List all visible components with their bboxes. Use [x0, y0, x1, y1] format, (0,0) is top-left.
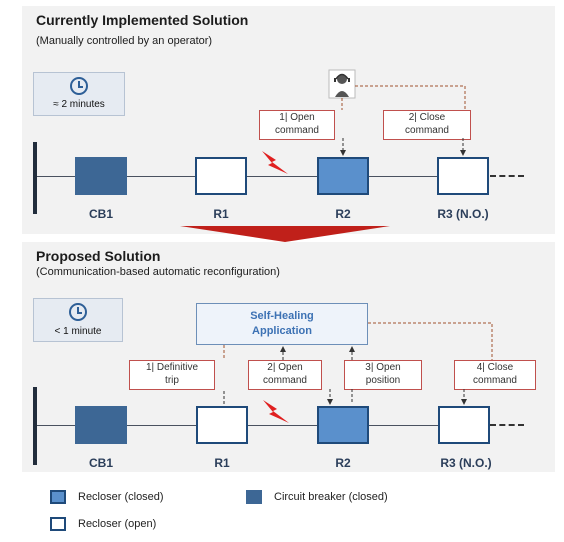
command-box: 1| Open command — [259, 110, 335, 140]
proposed-time-label: < 1 minute — [54, 326, 102, 337]
recloser-r1 — [196, 406, 248, 444]
circuit-breaker-cb1 — [75, 406, 127, 444]
current-solution-title: Currently Implemented Solution — [36, 12, 249, 28]
command-line2: command — [473, 375, 517, 386]
command-box: 2| Open command — [248, 360, 322, 390]
node-label-r2: R2 — [335, 207, 351, 221]
clock-icon — [69, 303, 87, 321]
legend-circuit-breaker-closed: Circuit breaker (closed) — [274, 491, 388, 503]
recloser-r2 — [317, 406, 369, 444]
proposed-solution-subtitle: (Communication-based automatic reconfigu… — [36, 266, 280, 278]
command-box: 2| Close command — [383, 110, 471, 140]
command-box: 4| Close command — [454, 360, 536, 390]
busbar — [33, 387, 37, 465]
app-title-line1: Self-Healing — [250, 310, 314, 322]
recloser-r3 — [437, 157, 489, 195]
recloser-r3 — [438, 406, 490, 444]
clock-icon — [70, 77, 88, 95]
node-label-r3: R3 (N.O.) — [437, 207, 489, 221]
feeder-line — [37, 176, 487, 177]
command-line2: command — [263, 375, 307, 386]
legend-swatch-recloser-closed — [50, 490, 66, 504]
command-line2: command — [275, 125, 319, 136]
command-line1: 1| Open — [279, 112, 315, 123]
node-label-r3: R3 (N.O.) — [440, 456, 492, 470]
node-label-r1: R1 — [213, 207, 229, 221]
command-box: 1| Definitive trip — [129, 360, 215, 390]
node-label-cb1: CB1 — [88, 456, 113, 470]
app-title-line2: Application — [252, 325, 312, 337]
command-line2: position — [365, 375, 401, 386]
legend-recloser-closed: Recloser (closed) — [78, 491, 164, 503]
self-healing-application: Self-Healing Application — [196, 303, 368, 345]
command-line1: 4| Close — [476, 362, 514, 373]
recloser-r2 — [317, 157, 369, 195]
legend-swatch-circuit-breaker — [246, 490, 262, 504]
current-time-label: ≈ 2 minutes — [53, 99, 105, 110]
circuit-breaker-cb1 — [75, 157, 127, 195]
command-line1: 3| Open — [365, 362, 401, 373]
command-line1: 1| Definitive — [145, 362, 199, 373]
command-box: 3| Open position — [344, 360, 422, 390]
command-line1: 2| Open — [267, 362, 303, 373]
command-line2: trip — [165, 375, 179, 386]
node-label-cb1: CB1 — [88, 207, 113, 221]
node-label-r1: R1 — [214, 456, 230, 470]
recloser-r1 — [195, 157, 247, 195]
legend-recloser-open: Recloser (open) — [78, 518, 157, 530]
legend-swatch-recloser-open — [50, 517, 66, 531]
current-time-box: ≈ 2 minutes — [33, 72, 125, 116]
command-line1: 2| Close — [408, 112, 446, 123]
proposed-solution-title: Proposed Solution — [36, 248, 161, 264]
current-solution-subtitle: (Manually controlled by an operator) — [36, 35, 213, 47]
feeder-continuation — [490, 175, 524, 177]
feeder-continuation — [490, 424, 524, 426]
node-label-r2: R2 — [335, 456, 351, 470]
busbar — [33, 142, 37, 214]
feeder-line — [37, 425, 487, 426]
command-line2: command — [405, 125, 449, 136]
proposed-time-box: < 1 minute — [33, 298, 123, 342]
